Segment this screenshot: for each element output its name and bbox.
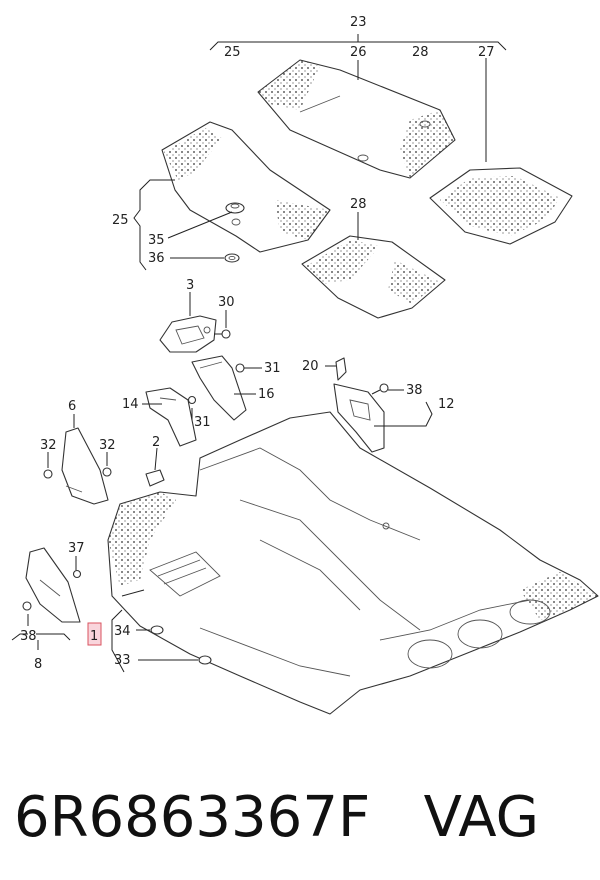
brand-name: VAG xyxy=(423,785,540,850)
caption-gap xyxy=(370,785,423,850)
callout-25-top: 25 xyxy=(224,45,241,60)
nut-31b xyxy=(187,395,197,405)
clip-38a xyxy=(371,383,389,395)
clip-34 xyxy=(150,625,164,635)
callout-20: 20 xyxy=(302,359,319,374)
callout-38-right: 38 xyxy=(406,383,423,398)
nut-32a xyxy=(43,469,53,479)
mat-rear-right xyxy=(429,167,573,245)
callout-26: 26 xyxy=(350,45,367,60)
callout-28-bottom: 28 xyxy=(350,197,367,212)
bracket-16 xyxy=(191,355,247,421)
trim-panel-6 xyxy=(61,427,109,505)
callout-32-right: 32 xyxy=(99,438,116,453)
callout-12: 12 xyxy=(438,397,455,412)
callout-6: 6 xyxy=(68,399,76,414)
mat-rear-center xyxy=(257,59,456,179)
mat-clip xyxy=(225,202,245,214)
mat-front-left xyxy=(161,121,331,253)
callout-8: 8 xyxy=(34,657,42,672)
callout-36: 36 xyxy=(148,251,165,266)
clip-38b xyxy=(22,601,32,611)
callout-32-left: 32 xyxy=(40,438,57,453)
callout-14: 14 xyxy=(122,397,139,412)
callout-3: 3 xyxy=(186,278,194,293)
callout-2: 2 xyxy=(152,435,160,450)
callout-25-side: 25 xyxy=(112,213,129,228)
nut-31a xyxy=(235,363,245,373)
callout-30: 30 xyxy=(218,295,235,310)
floor-covering xyxy=(107,411,599,715)
clip-2 xyxy=(145,469,165,487)
part-number: 6R6863367F xyxy=(14,785,371,850)
callout-38-left: 38 xyxy=(20,629,37,644)
clip-33 xyxy=(198,655,212,665)
callout-1: 1 xyxy=(90,629,98,644)
screw-30 xyxy=(214,329,231,339)
clip-37 xyxy=(72,569,82,579)
nut-32b xyxy=(102,467,112,477)
callout-31-lower: 31 xyxy=(194,415,211,430)
callout-27: 27 xyxy=(478,45,495,60)
mat-grommet xyxy=(224,253,240,263)
parts-diagram: 23 25 26 28 27 25 35 36 28 3 30 31 16 14… xyxy=(11,15,599,715)
callout-16: 16 xyxy=(258,387,275,402)
callout-1-highlight xyxy=(87,622,102,646)
mat-front-right xyxy=(301,235,446,319)
bracket-14 xyxy=(145,387,197,447)
callout-34: 34 xyxy=(114,624,131,639)
clip-20 xyxy=(335,357,347,381)
callout-31-upper: 31 xyxy=(264,361,281,376)
part-caption: 6R6863367F VAG xyxy=(14,768,594,868)
callout-37: 37 xyxy=(68,541,85,556)
callout-33: 33 xyxy=(114,653,131,668)
trim-panel-12 xyxy=(333,383,385,453)
bracket-3 xyxy=(159,315,217,353)
callout-35: 35 xyxy=(148,233,165,248)
callout-23: 23 xyxy=(350,15,367,30)
trim-panel-8 xyxy=(25,547,81,623)
callout-28-top: 28 xyxy=(412,45,429,60)
